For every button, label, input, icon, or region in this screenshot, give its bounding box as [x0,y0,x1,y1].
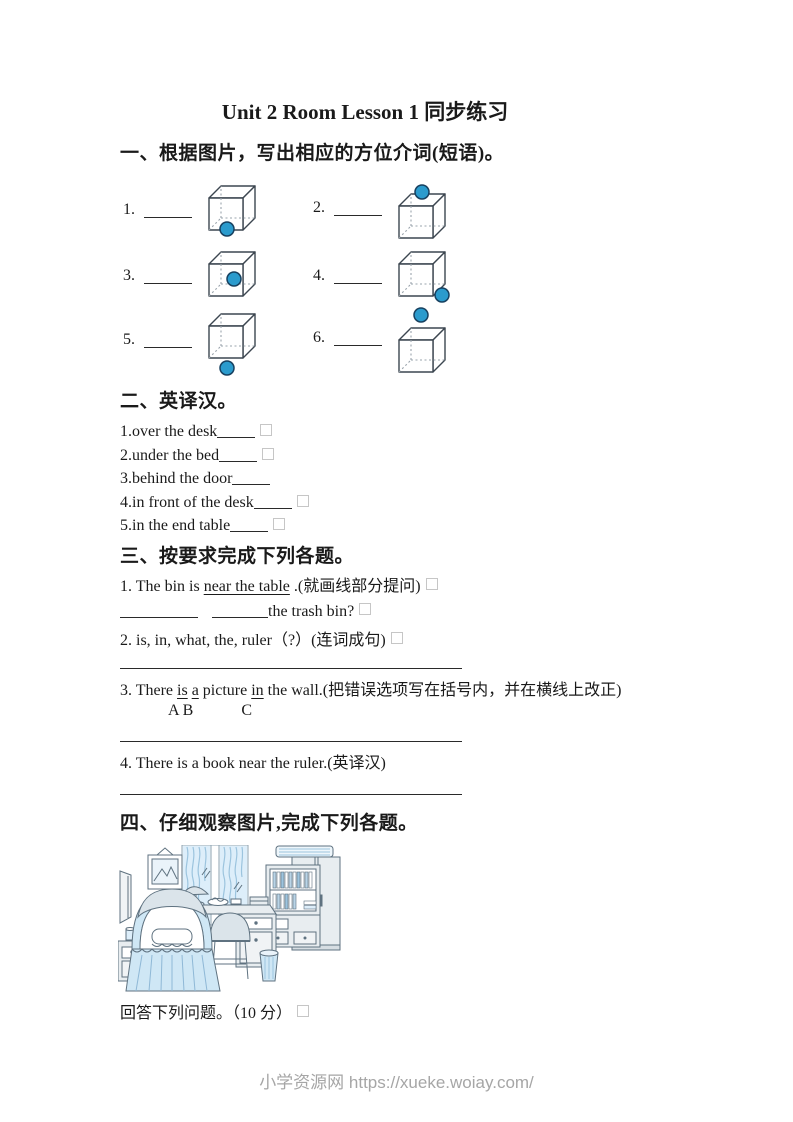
translation-item: 3.behind the door [120,466,309,490]
translation-item: 5.in the end table [120,513,309,537]
section2-items: 1.over the desk 2.under the bed 3.behind t… [120,419,309,537]
cube-ball-figure [398,307,446,373]
answer-line [120,794,462,795]
placeholder-box [262,447,275,460]
answer-blank [120,601,198,618]
cube-ball-figure [208,313,256,376]
translation-item: 1.over the desk [120,419,309,443]
preposition-item-4: 4. [313,242,453,316]
answer-blank [144,203,192,218]
label-c: C [241,702,253,719]
ball [219,221,235,237]
cube-ball-figure [208,251,256,297]
placeholder-box [296,494,309,507]
plain-text: the wall.(把错误选项写在括号内，并在横线上改正) [263,682,622,699]
ball [434,287,450,303]
section2-heading: 二、英译汉。 [120,391,238,412]
item-text: 3.behind the door [120,470,233,487]
placeholder-box [273,518,286,530]
site-footer: 小学资源网 https://xueke.woiay.com/ [259,1073,534,1092]
section1-heading: 一、根据图片，写出相应的方位介词(短语)。 [120,143,505,164]
item-number: 3. [123,267,135,284]
plain-text: 4. There is a book near the ruler.(英译汉) [120,755,386,772]
answer-prompt: 回答下列问题。（10 分） [120,999,310,1023]
door-panel [119,870,132,924]
answer-line [120,741,462,742]
translation-item: 4.in front of the desk [120,490,309,514]
plain-text: 2. is, in, what, the, ruler（?）(连词成句) [120,632,386,649]
preposition-item-3: 3. [123,242,263,316]
cube-ball-figure [398,251,450,303]
ball [226,271,242,287]
page-title: Unit 2 Room Lesson 1 同步练习 [221,100,509,124]
canopy-bed [125,888,221,992]
plain-text: 回答下列问题。（10 分） [120,1005,293,1022]
chair [209,912,251,980]
item-number: 6. [313,329,325,346]
plain-text: 1. The bin is [120,578,204,595]
item-text: 4.in front of the desk [120,493,254,511]
answer-blank [334,269,382,284]
answer-blank [144,269,192,284]
preposition-item-2: 2. [313,174,453,248]
answer-blank [230,515,269,532]
trash-bin [259,949,279,982]
plain-text: the trash bin? [268,603,355,620]
ball [219,360,235,376]
label-a-b: A B [168,702,194,719]
placeholder-box [260,424,273,436]
item-number: 1. [123,201,135,218]
cube-ball-figure [208,185,256,237]
plain-text: 3. There [120,682,178,699]
plain-text: .(就画线部分提问) [289,578,421,595]
item-text: 2.under the bed [120,446,220,464]
placeholder-box [297,1005,310,1017]
underlined-text: near the table [203,578,290,595]
answer-blank [334,331,382,346]
cube-ball-figure [398,184,446,239]
answer-blank [144,333,192,348]
item-number: 4. [313,267,325,284]
answer-blank [219,445,258,462]
answer-line [120,668,462,669]
placeholder-box [390,632,403,644]
answer-blank [217,421,256,438]
answer-blank [334,201,382,216]
placeholder-box [425,578,438,590]
preposition-item-1: 1. [123,176,263,250]
plain-text: picture [198,682,252,699]
question-2: 2. is, in, what, the, ruler（?）(连词成句) [120,626,403,650]
question-4: 4. There is a book near the ruler.(英译汉) [120,749,386,773]
underlined-text: a [191,682,199,699]
underlined-text: in [251,682,264,699]
preposition-item-5: 5. [123,306,263,380]
placeholder-box [359,603,372,615]
question-3: 3. There is a picture in the wall.(把错误选项… [120,676,621,700]
item-number: 5. [123,331,135,348]
ball [414,184,430,200]
preposition-item-6: 6. [313,304,453,378]
question-1: 1. The bin is near the table .(就画线部分提问) [120,572,438,596]
ball [413,307,429,323]
underlined-text: is [177,682,188,699]
section3-heading: 三、按要求完成下列各题。 [120,546,355,567]
question-1-answer-line: the trash bin? [120,599,372,621]
room-illustration [118,845,341,992]
air-conditioner [275,845,334,858]
picture-frame [147,847,183,890]
section4-heading: 四、仔细观察图片,完成下列各题。 [120,813,418,834]
answer-blank [212,601,268,618]
question-3-choice-labels: A B C [120,702,252,720]
translation-item: 2.under the bed [120,443,309,467]
item-text: 5.in the end table [120,517,231,534]
answer-blank [253,492,292,509]
item-text: 1.over the desk [120,423,218,440]
answer-blank [232,468,271,485]
item-number: 2. [313,199,325,216]
